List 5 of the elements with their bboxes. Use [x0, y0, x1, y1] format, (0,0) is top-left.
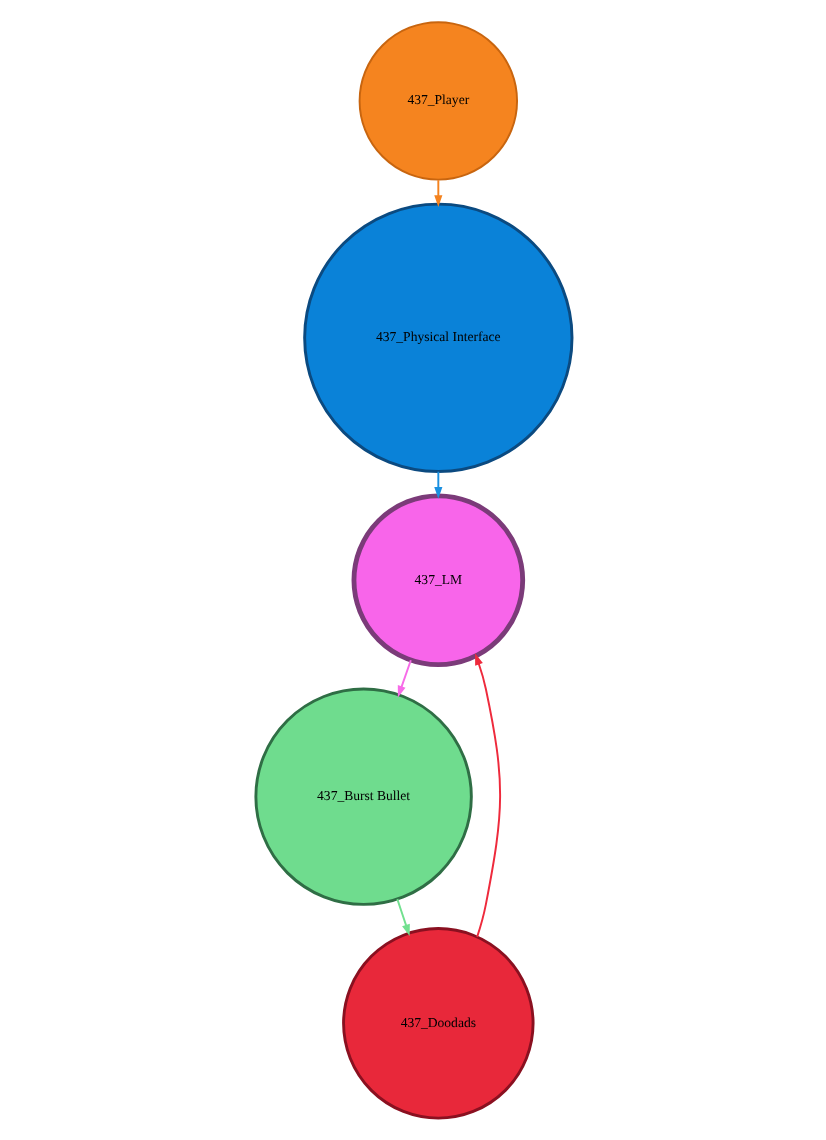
arrow: [474, 653, 501, 938]
arrow: [433, 470, 442, 499]
arrow: [396, 659, 411, 698]
arrow: [395, 898, 409, 937]
arrow: [433, 179, 442, 207]
